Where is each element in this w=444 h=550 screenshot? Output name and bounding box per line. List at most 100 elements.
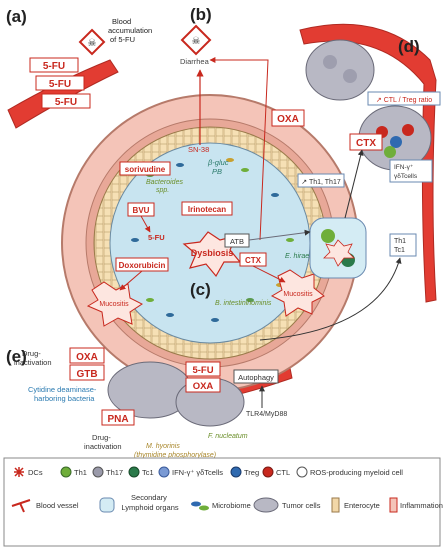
legend-tc1: Tc1 bbox=[128, 466, 154, 478]
arrow-bvu-5fu bbox=[140, 215, 151, 233]
svg-text:☠: ☠ bbox=[192, 36, 201, 47]
svg-text:Doxorubicin: Doxorubicin bbox=[119, 261, 166, 270]
svg-text:Dysbiosis: Dysbiosis bbox=[191, 248, 234, 258]
legend-treg: Treg bbox=[230, 466, 259, 478]
m-hyorinis-label: M. hyorinis (thymidine phosphorylase) bbox=[134, 443, 216, 459]
svg-text:Th1 Tc1: Th1 Tc1 bbox=[394, 238, 408, 254]
arrow-atb-lymphoid bbox=[248, 229, 311, 241]
tumor-cluster-top bbox=[305, 39, 375, 101]
drug-box-sorivudine: sorivudine bbox=[119, 161, 171, 176]
blood-vessel-right bbox=[299, 23, 437, 303]
drug-box-ctx-d: CTX bbox=[349, 133, 383, 151]
legend-ros: ROS-producing myeloid cell bbox=[296, 466, 403, 478]
svg-text:CTX: CTX bbox=[245, 256, 262, 265]
svg-text:GTB: GTB bbox=[76, 369, 97, 380]
drug-box-oxa-e: OXA bbox=[69, 347, 105, 364]
legend-th17: Th17 bbox=[92, 466, 123, 478]
svg-text:Treg: Treg bbox=[244, 468, 259, 477]
legend-ctl: CTL bbox=[262, 466, 290, 478]
svg-text:Tc1: Tc1 bbox=[142, 468, 154, 477]
legend: DCs Th1 Th17 Tc1 IFN-γ⁺ γδTcells Treg CT… bbox=[3, 457, 443, 547]
blood-accumulation-text: Blood accumulation of 5-FU bbox=[108, 17, 154, 44]
hazard-icon-b: ☠ bbox=[180, 24, 212, 56]
drug-box-5fu-3: 5-FU bbox=[41, 93, 91, 109]
arrow-curve-bottom bbox=[259, 257, 402, 341]
legend-enterocyte: Enterocyte bbox=[331, 497, 380, 513]
hazard-icon-a: ☠ bbox=[78, 28, 106, 56]
svg-text:Mucositis: Mucositis bbox=[283, 291, 313, 298]
legend-ifn: IFN-γ⁺ γδTcells bbox=[158, 466, 223, 478]
legend-th1: Th1 bbox=[60, 466, 87, 478]
lymphoid-organ bbox=[309, 217, 367, 279]
panel-label-d: (d) bbox=[398, 37, 420, 56]
legend-tumor: Tumor cells bbox=[253, 497, 321, 513]
svg-text:DCs: DCs bbox=[28, 468, 43, 477]
drug-box-5fu-2: 5-FU bbox=[35, 75, 85, 91]
svg-text:5-FU: 5-FU bbox=[192, 365, 213, 376]
svg-text:Irinotecan: Irinotecan bbox=[188, 205, 226, 214]
drug-box-ctx-lumen: CTX bbox=[239, 252, 267, 267]
autophagy-box: Autophagy bbox=[233, 369, 279, 384]
svg-text:Th17: Th17 bbox=[106, 468, 123, 477]
diarrhea-label: Diarrhea bbox=[180, 57, 210, 66]
svg-text:Inflammation: Inflammation bbox=[400, 501, 443, 510]
svg-text:Th1: Th1 bbox=[74, 468, 87, 477]
svg-text:↗ CTL / Treg ratio: ↗ CTL / Treg ratio bbox=[376, 97, 432, 104]
svg-text:Autophagy: Autophagy bbox=[238, 373, 274, 382]
drug-box-bvu: BVU bbox=[127, 202, 155, 217]
svg-text:OXA: OXA bbox=[76, 352, 98, 363]
legend-lymphoid: Secondary Lymphoid organs bbox=[99, 493, 179, 513]
cytidine-label: Cytidine deaminase- harboring bacteria bbox=[28, 385, 98, 403]
5fu-lumen-label: 5-FU bbox=[148, 233, 165, 242]
drug-box-oxa-e2: OXA bbox=[185, 377, 221, 393]
svg-text:ATB: ATB bbox=[230, 237, 244, 246]
f-nucleatum-label: F. nucleatum bbox=[208, 433, 248, 440]
e-hirae-label: E. hirae bbox=[285, 253, 309, 260]
drug-box-atb: ATB bbox=[224, 233, 250, 248]
svg-text:5-FU: 5-FU bbox=[55, 97, 77, 108]
drug-box-5fu-1: 5-FU bbox=[29, 57, 79, 73]
svg-text:Microbiome: Microbiome bbox=[212, 501, 251, 510]
legend-dcs: DCs bbox=[14, 467, 43, 477]
svg-text:IFN-γ⁺ γδTcells: IFN-γ⁺ γδTcells bbox=[394, 164, 418, 180]
svg-text:IFN-γ⁺ γδTcells: IFN-γ⁺ γδTcells bbox=[172, 468, 223, 477]
beta-gluc-label: β-gluc PB bbox=[207, 158, 231, 176]
bacteroides-label: Bacteroides spp. bbox=[146, 179, 185, 194]
b-intestinihominis-label: B. intestinihominis bbox=[215, 300, 272, 307]
panel-label-a: (a) bbox=[6, 7, 27, 26]
svg-text:CTL: CTL bbox=[276, 468, 290, 477]
svg-text:5-FU: 5-FU bbox=[43, 61, 65, 72]
svg-text:Enterocyte: Enterocyte bbox=[344, 501, 380, 510]
legend-blood-vessel: Blood vessel bbox=[11, 499, 79, 513]
svg-text:Mucositis: Mucositis bbox=[99, 301, 129, 308]
arrow-dox-mucositis bbox=[119, 270, 143, 291]
ifn-box: IFN-γ⁺ γδTcells bbox=[389, 159, 433, 183]
panel-label-e: (e) bbox=[6, 347, 27, 366]
panel-label-c: (c) bbox=[190, 280, 211, 299]
svg-text:ROS-producing myeloid cell: ROS-producing myeloid cell bbox=[310, 468, 403, 477]
svg-text:PNA: PNA bbox=[107, 414, 128, 425]
tlr-label: TLR4/MyD88 bbox=[246, 411, 287, 418]
th1-th17-box: ↗ Th1, Th17 bbox=[297, 173, 345, 188]
th1-tc1-box: Th1 Tc1 bbox=[389, 233, 417, 257]
drug-inactivation-label-e: Drug- inactivation bbox=[14, 349, 52, 367]
drug-box-5fu-e: 5-FU bbox=[185, 361, 221, 377]
legend-microbiome: Microbiome bbox=[191, 501, 251, 511]
legend-inflammation: Inflammation bbox=[389, 497, 443, 513]
svg-text:sorivudine: sorivudine bbox=[125, 165, 166, 174]
arrow-ctx-mucositis bbox=[252, 265, 286, 283]
svg-text:OXA: OXA bbox=[193, 381, 214, 392]
arrow-irinotecan-diarrhea bbox=[209, 57, 269, 241]
svg-text:5-FU: 5-FU bbox=[49, 79, 71, 90]
svg-text:☠: ☠ bbox=[88, 38, 97, 49]
svg-text:OXA: OXA bbox=[277, 114, 299, 125]
mucositis-burst-left: Mucositis bbox=[86, 281, 143, 327]
drug-box-doxorubicin: Doxorubicin bbox=[115, 257, 169, 272]
sn38-label: SN-38 bbox=[188, 145, 209, 154]
svg-text:Secondary Lymphoid org: Secondary Lymphoid organs bbox=[121, 493, 179, 512]
panel-label-b: (b) bbox=[190, 5, 212, 24]
arrow-lymphoid-ctx bbox=[344, 149, 364, 219]
drug-box-oxa-d: OXA bbox=[271, 109, 305, 127]
